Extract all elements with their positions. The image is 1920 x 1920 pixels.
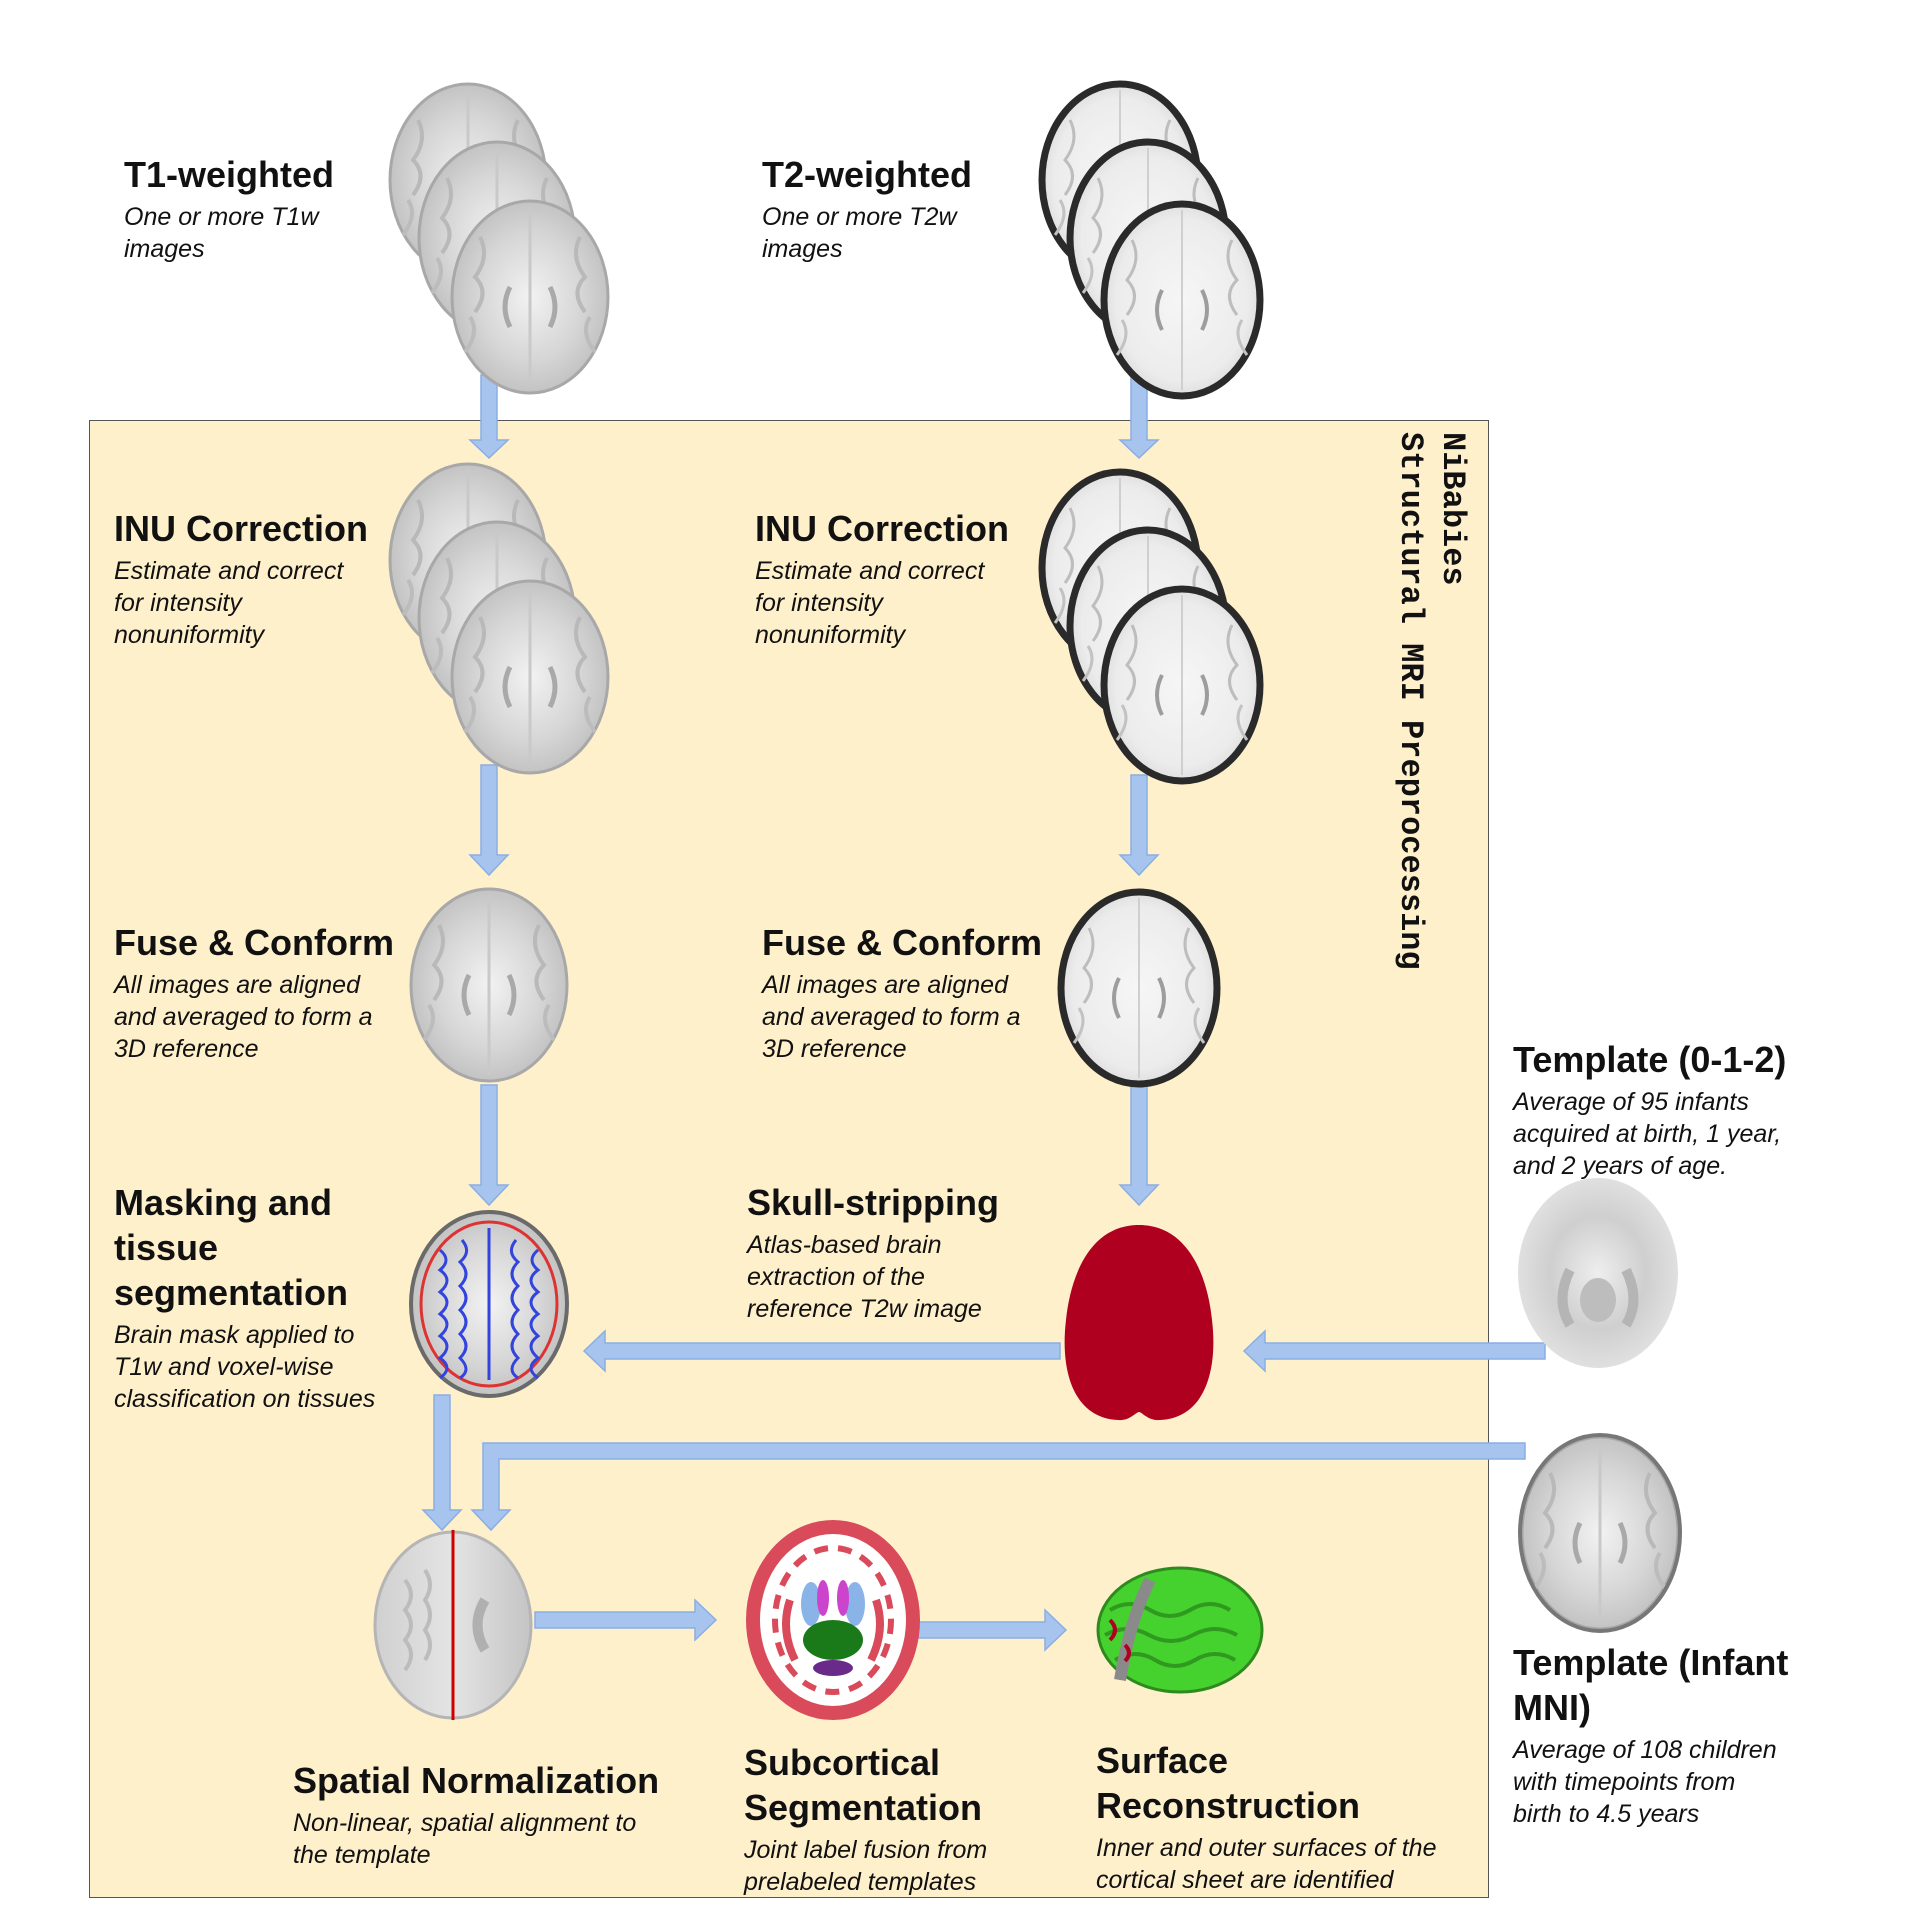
t1-image-front (452, 201, 608, 393)
step-t1-inu-correction: INU Correction Estimate and correct for … (114, 506, 414, 651)
template-mni-image (1518, 1433, 1682, 1633)
step-spatial-normalization: Spatial Normalization Non-linear, spatia… (293, 1758, 733, 1871)
pipeline-title-line2: Structural MRI Preprocessing (1392, 432, 1429, 970)
arrows (421, 374, 1546, 1652)
step-description: Joint label fusion from prelabeled templ… (744, 1836, 988, 1896)
step-title: Fuse & Conform (762, 922, 1043, 963)
arrow-subcortical-to-surface (904, 1608, 1068, 1652)
step-description: Non-linear, spatial alignment to the tem… (293, 1809, 637, 1869)
template-title: Template (Infant MNI) (1513, 1642, 1789, 1728)
template-description: Average of 95 infants acquired at birth,… (1513, 1088, 1782, 1180)
step-description: One or more T1w images (124, 203, 319, 263)
t2-image-front (1104, 204, 1260, 396)
step-title: INU Correction (755, 508, 1010, 549)
pipeline-title-line1: NiBabies (1434, 432, 1471, 586)
step-t1-input: T1-weighted One or more T1w images (124, 152, 464, 265)
arrow-spatial-to-subcortical (534, 1598, 718, 1642)
step-title: Surface Reconstruction (1096, 1740, 1361, 1826)
step-description: One or more T2w images (762, 203, 957, 263)
step-title: Spatial Normalization (293, 1760, 660, 1801)
t2-inu-images (1042, 472, 1260, 781)
step-title: T2-weighted (762, 154, 973, 195)
arrow-t2-inu-to-fuse (1118, 774, 1160, 877)
arrow-t1-inu-to-fuse (468, 764, 510, 877)
step-title: Masking and tissue segmentation (114, 1182, 349, 1313)
arrow-t1-input-to-inu (468, 374, 510, 460)
step-description: Estimate and correct for intensity nonun… (755, 557, 985, 649)
skull-stripped-brain-mask (1064, 1225, 1214, 1421)
template-description: Average of 108 children with timepoints … (1513, 1736, 1777, 1828)
t1-fused-reference-image (411, 889, 567, 1081)
tissue-segmentation-image (409, 1210, 569, 1398)
step-description: All images are aligned and averaged to f… (762, 971, 1021, 1063)
step-description: Atlas-based brain extraction of the refe… (747, 1231, 982, 1323)
subcortical-segmentation-image (746, 1520, 920, 1720)
step-t2-inu-correction: INU Correction Estimate and correct for … (755, 506, 1055, 651)
step-masking-segmentation: Masking and tissue segmentation Brain ma… (114, 1180, 434, 1415)
arrow-mni-to-spatial (470, 1442, 1526, 1532)
step-description: Estimate and correct for intensity nonun… (114, 557, 344, 649)
arrow-masking-to-spatial (421, 1394, 463, 1532)
step-t1-fuse-conform: Fuse & Conform All images are aligned an… (114, 920, 434, 1065)
arrow-t2-fuse-to-skull (1118, 1084, 1160, 1207)
step-title: Skull-stripping (747, 1182, 999, 1223)
template-012-image (1518, 1178, 1678, 1368)
t2-fused-reference-image (1061, 892, 1217, 1084)
step-surface-reconstruction: Surface Reconstruction Inner and outer s… (1096, 1738, 1486, 1896)
arrow-template012-to-skull (1242, 1329, 1546, 1373)
t1-inu-images (390, 464, 608, 773)
step-description: Brain mask applied to T1w and voxel-wise… (114, 1321, 376, 1413)
pipeline-title: NiBabies Structural MRI Preprocessing (1374, 432, 1494, 1082)
step-t2-input: T2-weighted One or more T2w images (762, 152, 1082, 265)
step-t2-fuse-conform: Fuse & Conform All images are aligned an… (762, 920, 1082, 1065)
step-title: Subcortical Segmentation (744, 1742, 983, 1828)
step-title: Fuse & Conform (114, 922, 395, 963)
step-title: INU Correction (114, 508, 369, 549)
surface-reconstruction-image (1096, 1566, 1264, 1694)
t1-inu-image-front (452, 581, 608, 773)
spatial-normalization-image (373, 1530, 533, 1720)
step-description: Inner and outer surfaces of the cortical… (1096, 1834, 1437, 1894)
t2-inu-image-front (1104, 589, 1260, 781)
step-skull-stripping: Skull-stripping Atlas-based brain extrac… (747, 1180, 1067, 1325)
template-mni-info: Template (Infant MNI) Average of 108 chi… (1513, 1640, 1843, 1830)
arrow-skull-to-masking (582, 1329, 1061, 1373)
step-title: T1-weighted (124, 154, 335, 195)
template-title: Template (0-1-2) (1513, 1039, 1787, 1080)
step-description: All images are aligned and averaged to f… (114, 971, 373, 1063)
step-subcortical-segmentation: Subcortical Segmentation Joint label fus… (744, 1740, 1074, 1898)
arrow-t1-fuse-to-masking (468, 1084, 510, 1207)
template-012-info: Template (0-1-2) Average of 95 infants a… (1513, 1037, 1843, 1182)
